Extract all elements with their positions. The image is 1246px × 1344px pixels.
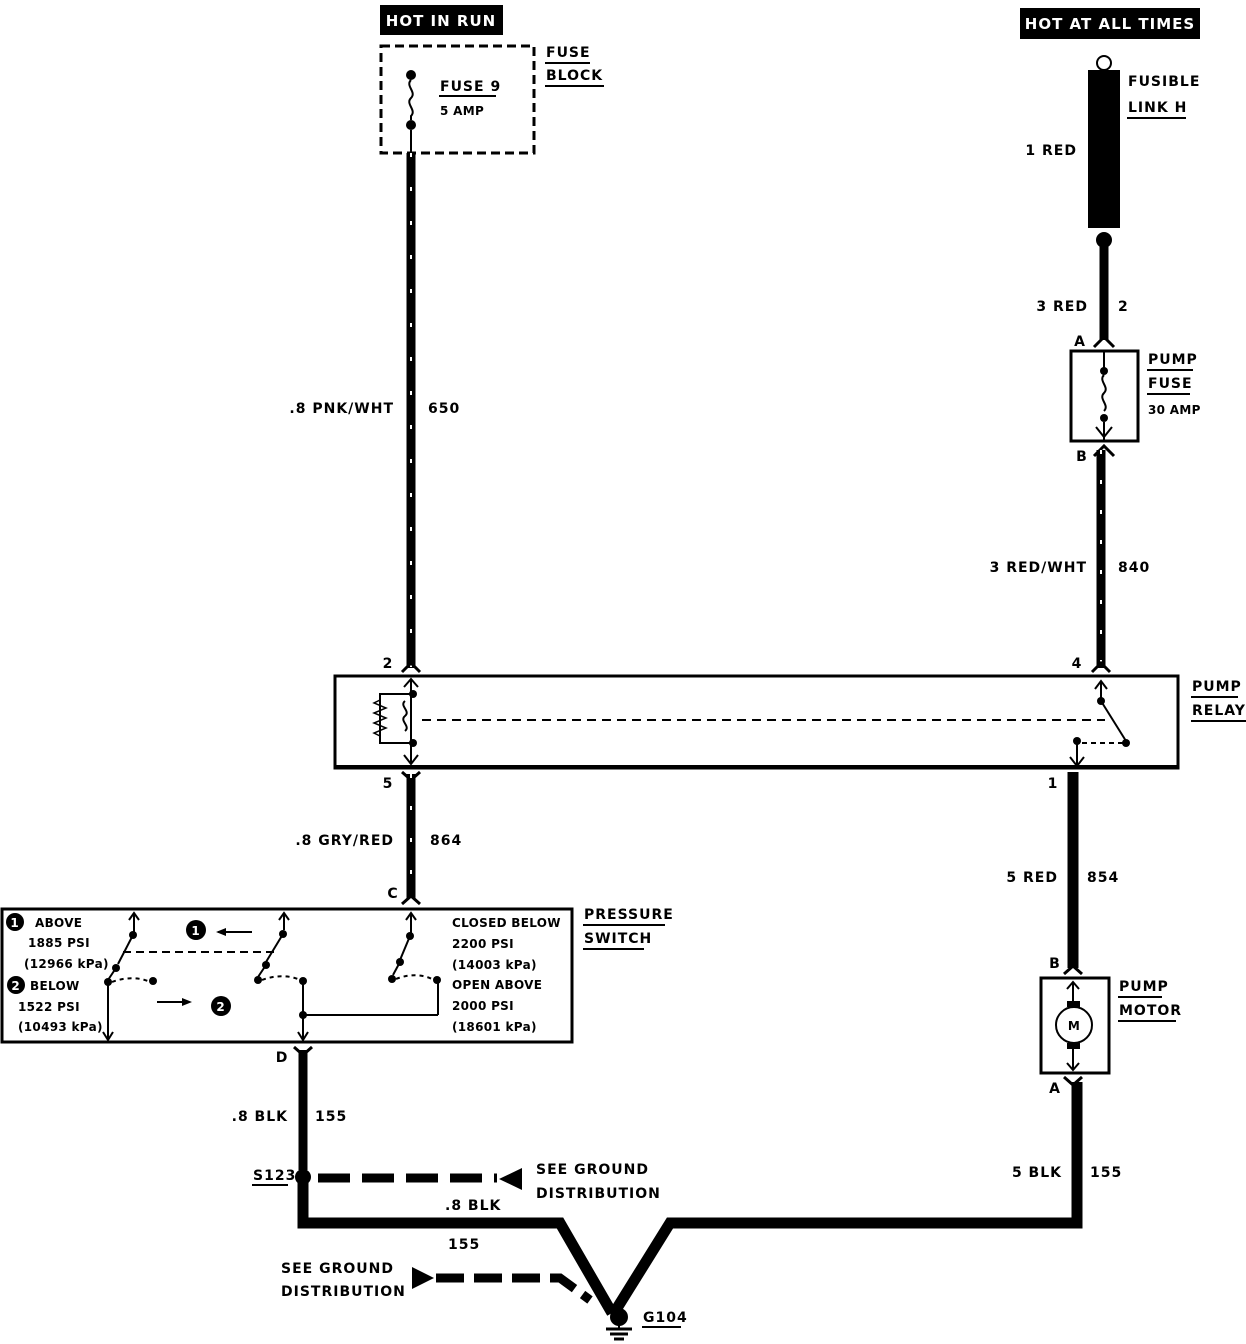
relay-pin-1: 1: [1048, 776, 1059, 792]
svg-text:(10493 kPa): (10493 kPa): [18, 1020, 103, 1034]
pump-fuse: A B PUMP FUSE 30 AMP: [1069, 334, 1201, 465]
svg-text:.8 GRY/RED: .8 GRY/RED: [295, 833, 394, 849]
svg-text:FUSE: FUSE: [1148, 376, 1193, 392]
svg-text:155: 155: [1090, 1165, 1122, 1181]
ground-g104: G104: [643, 1310, 688, 1326]
fusible-link-wire-label: 1 RED: [1025, 143, 1077, 159]
svg-text:FUSIBLE: FUSIBLE: [1128, 74, 1200, 90]
svg-text:.8 BLK: .8 BLK: [445, 1198, 502, 1214]
svg-text:155: 155: [448, 1237, 480, 1253]
svg-text:1: 1: [191, 924, 200, 938]
badge-1-icon: 1: [10, 916, 19, 930]
svg-text:PUMP: PUMP: [1119, 979, 1169, 995]
svg-text:A: A: [1074, 334, 1086, 350]
svg-text:2: 2: [1118, 299, 1129, 315]
svg-text:864: 864: [430, 833, 462, 849]
hot-at-all-times-header: HOT AT ALL TIMES: [1020, 8, 1200, 39]
svg-text:CLOSED BELOW: CLOSED BELOW: [452, 916, 561, 930]
hot-in-run-header: HOT IN RUN: [380, 5, 503, 35]
svg-text:BLOCK: BLOCK: [546, 68, 603, 84]
svg-text:2000 PSI: 2000 PSI: [452, 999, 514, 1013]
pressure-switch-pin-c: C: [387, 886, 398, 902]
motor-pin-b: B: [1049, 956, 1061, 972]
fuse-block-title: FUSE BLOCK: [545, 45, 604, 87]
svg-text:PUMP: PUMP: [1148, 352, 1198, 368]
pressure-switch-pin-d: D: [276, 1050, 289, 1066]
svg-text:854: 854: [1087, 870, 1119, 886]
motor-symbol: M: [1068, 1019, 1080, 1033]
svg-text:MOTOR: MOTOR: [1119, 1003, 1182, 1019]
fusible-link-h: FUSIBLE LINK H 1 RED: [1025, 55, 1200, 248]
svg-text:1885 PSI: 1885 PSI: [28, 936, 90, 950]
svg-text:3 RED/WHT: 3 RED/WHT: [990, 560, 1087, 576]
svg-text:PRESSURE: PRESSURE: [584, 907, 674, 923]
fuse-block: FUSE 9 5 AMP: [379, 44, 536, 155]
badge-2-icon: 2: [11, 979, 20, 993]
svg-text:BELOW: BELOW: [30, 979, 80, 993]
svg-text:OPEN ABOVE: OPEN ABOVE: [452, 978, 542, 992]
svg-text:DISTRIBUTION: DISTRIBUTION: [281, 1284, 406, 1300]
svg-text:.8 BLK: .8 BLK: [232, 1109, 289, 1125]
wire-650-circuit: 650: [428, 401, 460, 417]
svg-text:RELAY: RELAY: [1192, 703, 1246, 719]
relay-pin-5: 5: [383, 776, 394, 792]
relay-pin-2: 2: [383, 656, 394, 672]
wire-840: 3 RED/WHT 840: [990, 450, 1150, 668]
ground-wiring: S123 SEE GROUND DISTRIBUTION .8 BLK 155 …: [252, 1082, 1122, 1341]
motor-pin-a: A: [1049, 1081, 1061, 1097]
svg-text:(12966 kPa): (12966 kPa): [24, 957, 109, 971]
pressure-switch: 1 2 1 2 ABOVE 1885 PSI (12966 kPa) BELOW…: [0, 893, 674, 1044]
wire-2: 3 RED 2: [1036, 240, 1128, 340]
svg-text:PUMP: PUMP: [1192, 679, 1242, 695]
svg-text:DISTRIBUTION: DISTRIBUTION: [536, 1186, 661, 1202]
relay-pin-4: 4: [1072, 656, 1083, 672]
svg-text:(14003 kPa): (14003 kPa): [452, 958, 537, 972]
wire-854: 5 RED 854: [1006, 772, 1119, 968]
pump-relay: 2 4 5 1 PUMP RELAY: [333, 656, 1246, 792]
svg-text:5 RED: 5 RED: [1006, 870, 1058, 886]
svg-text:5 BLK: 5 BLK: [1012, 1165, 1062, 1181]
svg-text:3 RED: 3 RED: [1036, 299, 1088, 315]
hot-in-run-label: HOT IN RUN: [386, 12, 496, 30]
svg-text:2200 PSI: 2200 PSI: [452, 937, 514, 951]
svg-text:LINK H: LINK H: [1128, 100, 1187, 116]
svg-text:FUSE: FUSE: [546, 45, 591, 61]
svg-text:SEE GROUND: SEE GROUND: [536, 1162, 649, 1178]
svg-text:840: 840: [1118, 560, 1150, 576]
splice-s123: S123: [253, 1168, 296, 1184]
wire-650-gauge: .8 PNK/WHT: [289, 401, 394, 417]
wire-864: .8 GRY/RED 864 C: [295, 770, 462, 902]
hot-at-all-times-label: HOT AT ALL TIMES: [1025, 15, 1195, 33]
svg-text:1522 PSI: 1522 PSI: [18, 1000, 80, 1014]
wire-155-left: D .8 BLK 155: [232, 1045, 347, 1170]
svg-text:B: B: [1076, 449, 1088, 465]
svg-text:SEE GROUND: SEE GROUND: [281, 1261, 394, 1277]
fuse-9-rating: 5 AMP: [440, 104, 484, 118]
svg-text:155: 155: [315, 1109, 347, 1125]
svg-text:(18601 kPa): (18601 kPa): [452, 1020, 537, 1034]
svg-text:SWITCH: SWITCH: [584, 931, 652, 947]
pump-motor: M B A PUMP MOTOR: [1039, 956, 1182, 1097]
svg-text:2: 2: [216, 1000, 225, 1014]
svg-text:ABOVE: ABOVE: [35, 916, 82, 930]
svg-text:30 AMP: 30 AMP: [1148, 403, 1201, 417]
wire-650: .8 PNK/WHT 650: [289, 153, 460, 668]
fuse-9-label: FUSE 9: [440, 79, 501, 95]
